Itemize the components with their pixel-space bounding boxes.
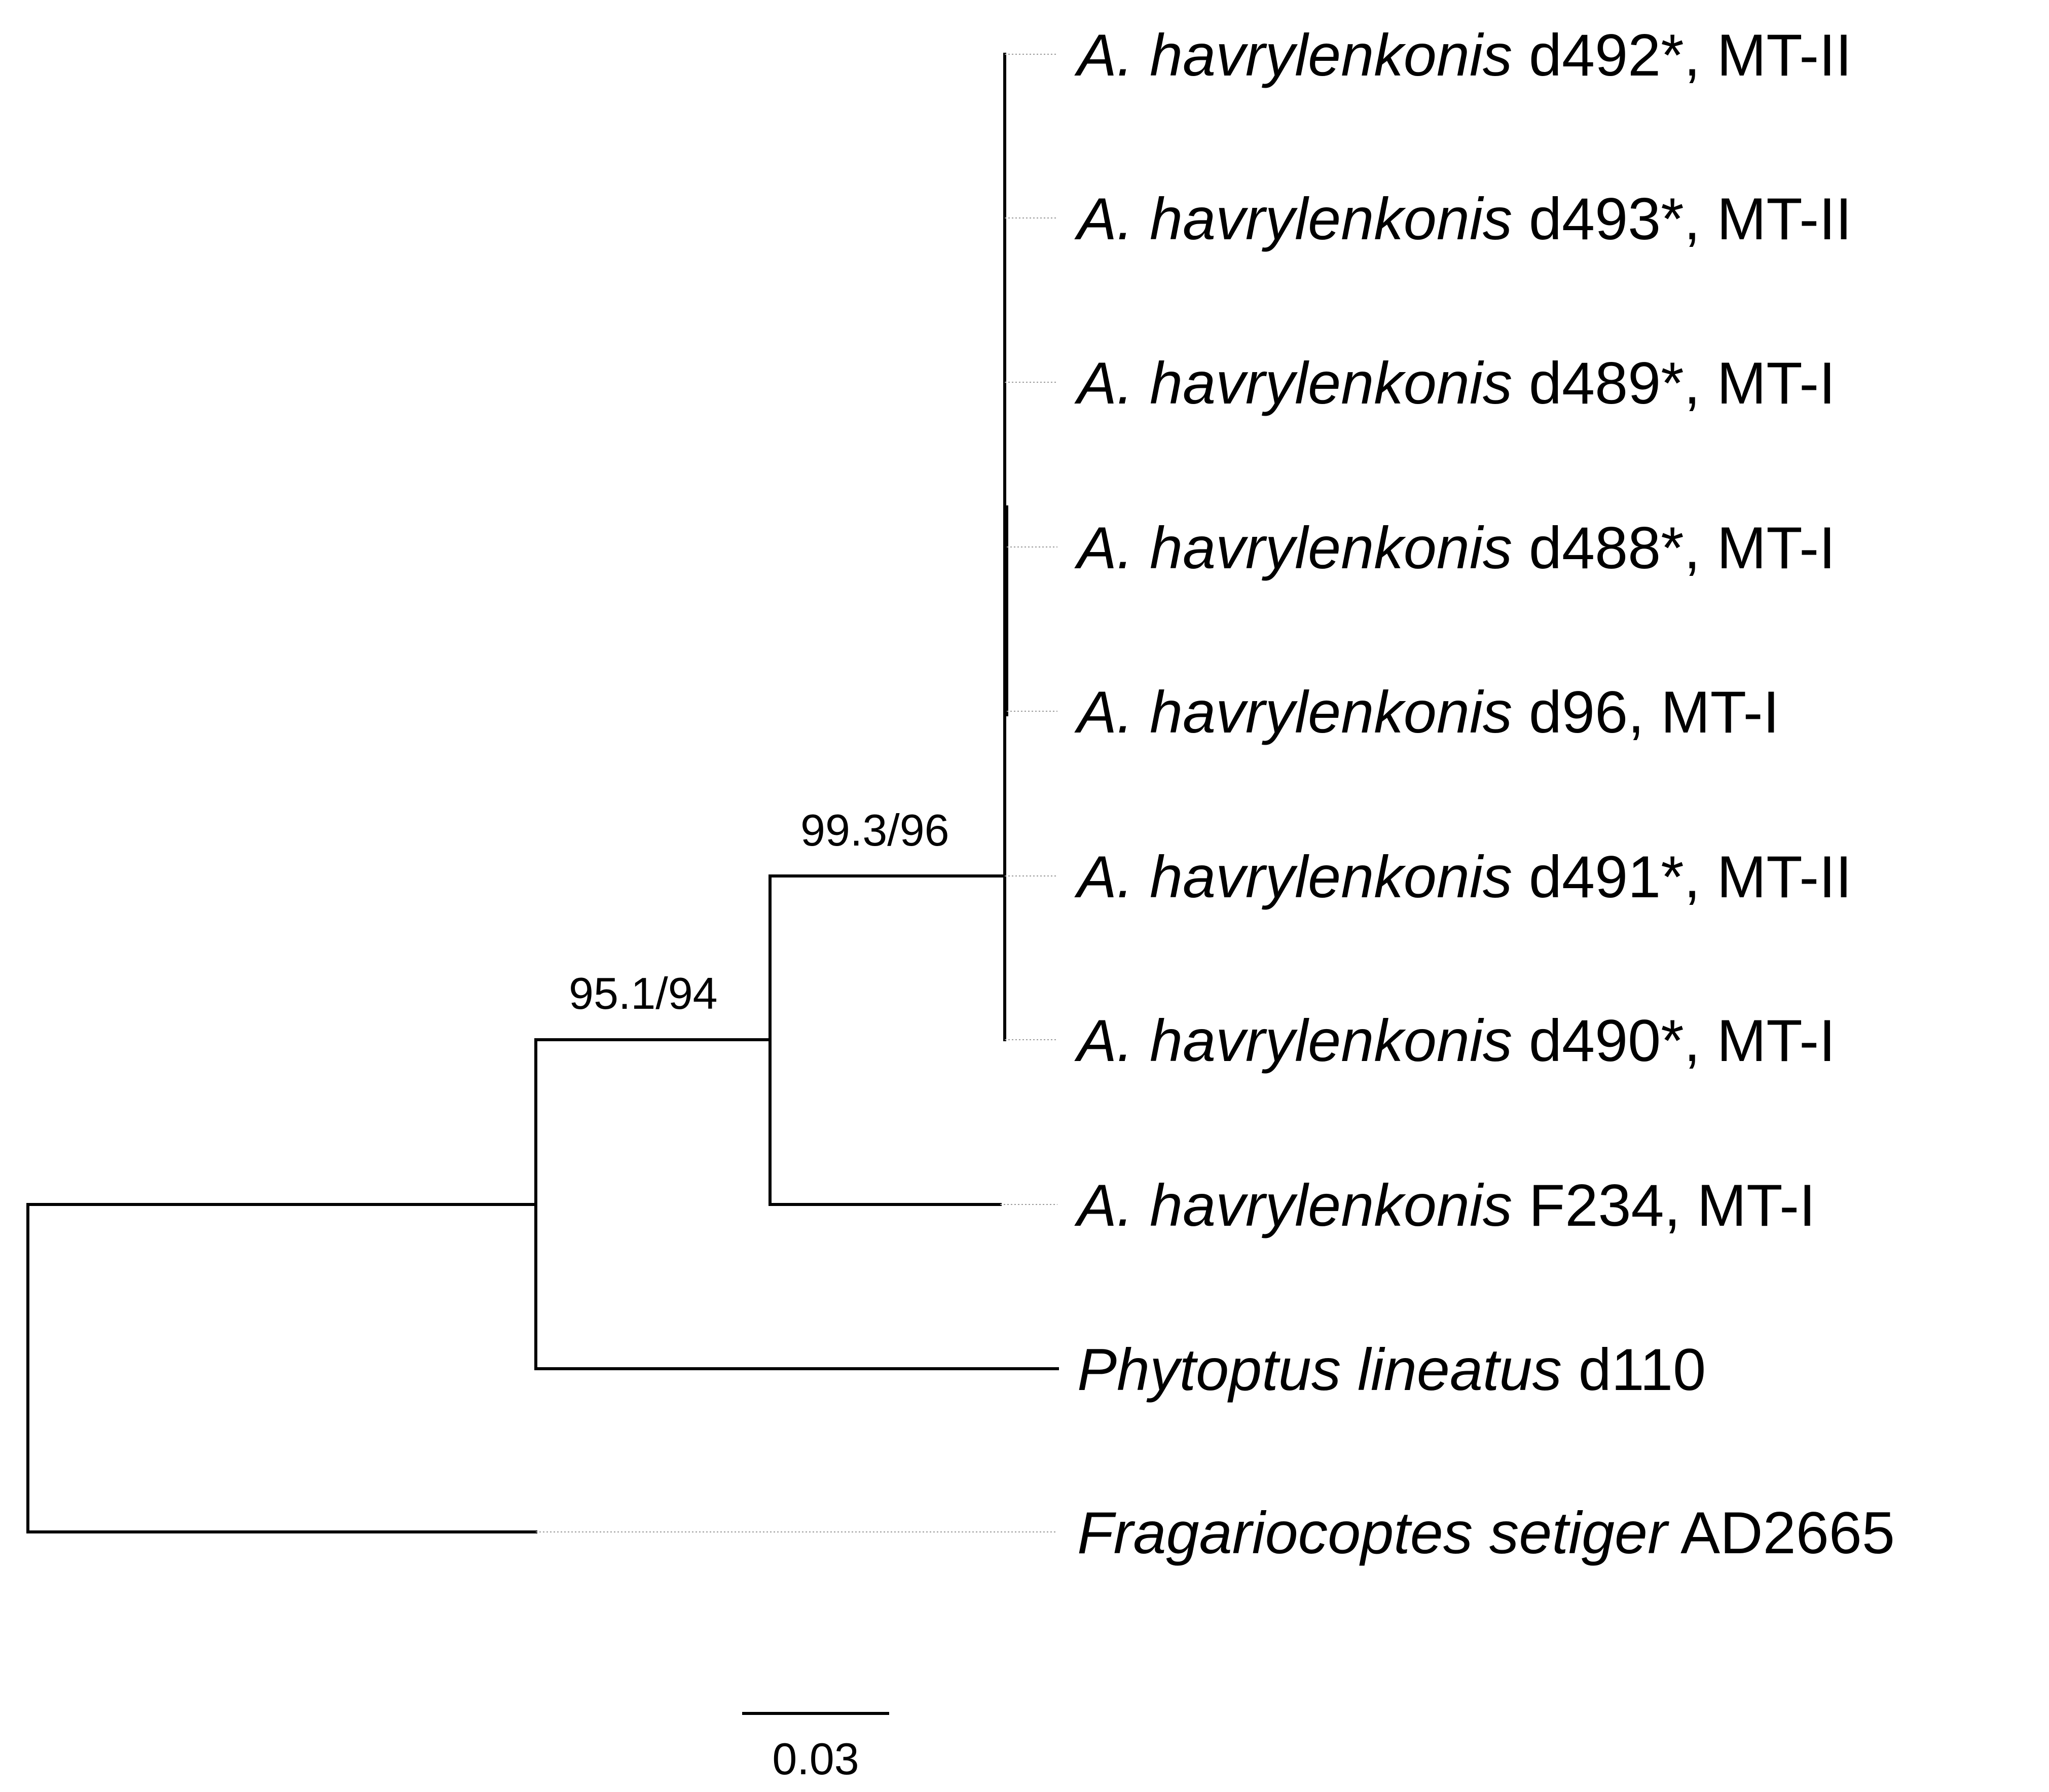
tip-label: Fragariocoptes setiger AD2665 [1077, 1500, 1895, 1566]
tip-label: A. havrylenkonis d491*, MT-II [1074, 844, 1852, 910]
tip-label: A. havrylenkonis F234, MT-I [1074, 1172, 1816, 1238]
tip-label: A. havrylenkonis d488*, MT-I [1074, 515, 1836, 581]
tip-label: A. havrylenkonis d489*, MT-I [1074, 350, 1836, 416]
tip-labels: A. havrylenkonis d492*, MT-II A. havryle… [1074, 22, 1895, 1566]
tip-label: A. havrylenkonis d490*, MT-I [1074, 1007, 1836, 1074]
crown-support-value: 99.3/96 [800, 805, 949, 855]
clade-support-value: 95.1/94 [569, 968, 718, 1018]
tip-label: A. havrylenkonis d493*, MT-II [1074, 186, 1852, 252]
support-values: 99.3/96 95.1/94 [569, 805, 949, 1018]
label-leaders [536, 54, 1057, 1532]
scale-bar-label: 0.03 [772, 1734, 859, 1784]
tip-label: Phytoptus lineatus d110 [1077, 1336, 1706, 1403]
tip-label: A. havrylenkonis d492*, MT-II [1074, 22, 1852, 88]
scale-bar: 0.03 [742, 1712, 889, 1784]
tip-label: A. havrylenkonis d96, MT-I [1074, 679, 1779, 745]
tree-branches [26, 53, 1059, 1533]
